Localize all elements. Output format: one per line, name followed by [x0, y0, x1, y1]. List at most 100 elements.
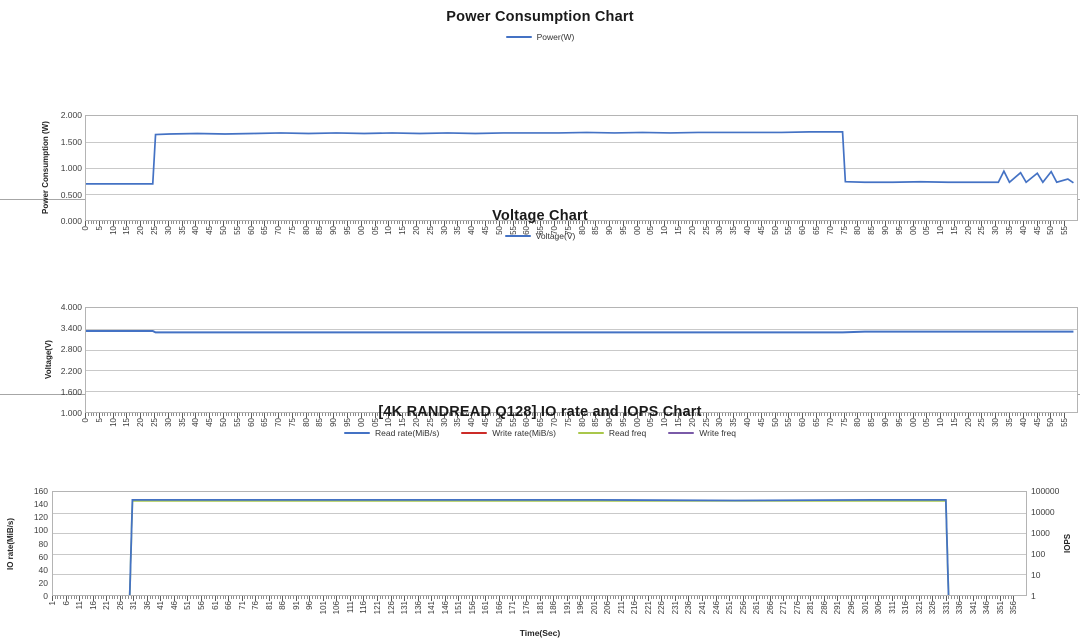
x-tick	[780, 596, 782, 599]
x-tick	[159, 221, 161, 224]
x-tick	[114, 596, 116, 599]
x-tick	[561, 596, 563, 599]
x-tick-major	[609, 221, 611, 226]
x-tick-major	[788, 221, 790, 226]
x-tick	[992, 221, 994, 224]
x-tick-major	[747, 221, 748, 226]
x-tick-major	[823, 596, 825, 601]
iops-y2-axis-title: IOPS	[1063, 533, 1072, 554]
x-tick	[393, 221, 395, 224]
x-tick	[956, 596, 958, 599]
x-tick	[661, 413, 663, 416]
x-tick	[851, 413, 853, 416]
x-tick-major	[200, 596, 202, 601]
x-tick	[962, 221, 964, 224]
x-tick	[371, 413, 373, 416]
x-tick	[317, 596, 319, 599]
x-tick-major	[160, 596, 162, 601]
x-tick	[970, 221, 972, 224]
x-tick	[915, 221, 917, 224]
x-tick	[804, 413, 806, 416]
x-tick-major	[264, 413, 266, 418]
x-tick-label: 326	[928, 601, 938, 615]
x-tick	[545, 413, 547, 416]
legend-swatch-write-freq	[668, 431, 695, 435]
x-tick	[90, 413, 92, 416]
x-tick-label: 191	[562, 601, 572, 615]
x-tick-major	[981, 413, 983, 418]
x-tick	[284, 596, 286, 599]
x-tick-major	[471, 221, 473, 226]
x-tick	[551, 413, 553, 416]
x-tick-label: 21	[102, 601, 112, 610]
x-tick	[895, 413, 897, 416]
x-tick	[899, 596, 901, 599]
x-tick	[672, 596, 674, 599]
legend-item-read-freq: Read freq	[577, 428, 646, 438]
x-tick	[297, 413, 299, 416]
x-tick	[81, 596, 83, 599]
x-tick-major	[959, 596, 961, 601]
x-tick	[190, 596, 192, 599]
x-tick	[324, 221, 326, 224]
x-tick	[369, 221, 371, 224]
x-tick-major	[319, 413, 321, 418]
x-tick	[655, 221, 657, 224]
x-tick	[509, 413, 511, 416]
voltage-chart-legend: Voltage(V)	[0, 231, 1080, 241]
legend-label-read-rate: Read rate(MiB/s)	[375, 428, 440, 438]
x-tick-major	[622, 221, 624, 226]
x-tick	[1033, 221, 1035, 224]
x-tick	[159, 413, 161, 416]
x-tick	[713, 413, 715, 416]
x-tick-major	[891, 596, 893, 601]
x-tick	[810, 413, 812, 416]
x-tick	[984, 413, 986, 416]
x-tick	[603, 413, 605, 416]
x-tick	[846, 413, 848, 416]
x-tick	[501, 221, 503, 224]
x-tick	[446, 413, 448, 416]
x-tick-major	[402, 221, 404, 226]
x-tick	[473, 413, 475, 416]
x-tick-major	[112, 221, 114, 226]
x-tick-label: 151	[454, 601, 464, 615]
x-tick	[327, 413, 329, 416]
x-tick	[973, 413, 975, 416]
x-tick	[807, 221, 809, 224]
x-tick	[252, 596, 254, 599]
x-tick-major	[222, 221, 224, 226]
x-tick	[460, 413, 462, 416]
x-tick	[225, 596, 227, 599]
x-tick	[203, 413, 205, 416]
x-tick	[209, 596, 211, 599]
x-tick-major	[636, 221, 638, 226]
x-tick	[998, 413, 999, 416]
x-tick	[300, 413, 302, 416]
x-tick-label: 26	[115, 601, 125, 610]
x-tick	[785, 221, 787, 224]
x-tick	[767, 596, 768, 599]
x-tick-major	[444, 596, 446, 601]
x-tick	[592, 221, 594, 224]
x-tick	[862, 413, 864, 416]
x-tick	[320, 596, 322, 599]
x-tick	[452, 596, 454, 599]
x-tick	[872, 596, 874, 599]
x-tick	[242, 221, 244, 224]
x-tick	[211, 596, 213, 599]
x-tick	[909, 413, 911, 416]
x-tick	[238, 596, 240, 599]
x-tick	[115, 413, 117, 416]
x-tick	[507, 413, 509, 416]
x-tick	[109, 221, 111, 224]
x-tick	[834, 596, 836, 599]
x-tick	[217, 221, 219, 224]
x-tick	[420, 596, 422, 599]
x-tick-major	[402, 413, 404, 418]
y-tick-label: 140	[33, 499, 48, 510]
x-tick	[991, 596, 993, 599]
x-tick	[1014, 221, 1016, 224]
x-tick-major	[981, 221, 983, 226]
x-tick	[918, 221, 920, 224]
